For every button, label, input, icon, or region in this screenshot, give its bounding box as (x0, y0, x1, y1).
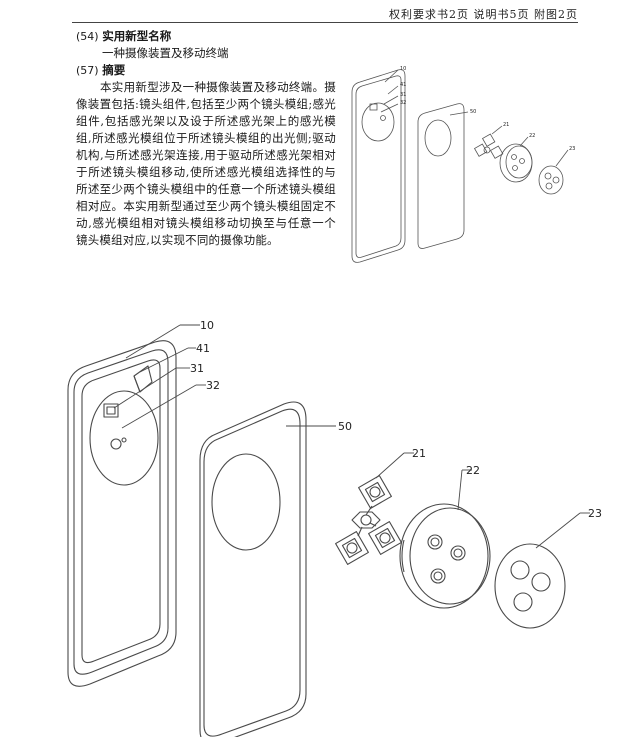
lens-cover (494, 543, 566, 629)
phone-back-housing (67, 340, 177, 687)
thumb-label-32: 32 (400, 100, 406, 106)
label-32: 32 (206, 379, 220, 392)
label-31: 31 (190, 362, 204, 375)
utility-model-title: 一种摄像装置及移动终端 (102, 46, 229, 60)
header-rule (72, 22, 578, 23)
label-21: 21 (412, 447, 426, 460)
abstract-body: 本实用新型涉及一种摄像装置及移动终端。摄像装置包括:镜头组件,包括至少两个镜头模… (76, 80, 336, 247)
label-10: 10 (200, 319, 214, 332)
abstract-field: (57) 摘要 (76, 62, 336, 79)
back-cover-plate (199, 401, 307, 737)
camera-module-circle (89, 390, 159, 486)
lens-holder (399, 503, 491, 609)
header-bar: 权利要求书2页 说明书5页 附图2页 (0, 0, 640, 28)
thumb-label-10: 10 (400, 66, 406, 72)
thumb-lens-holder (499, 143, 533, 183)
thumb-label-31: 31 (400, 92, 406, 98)
label-22: 22 (466, 464, 480, 477)
thumb-lens-cover (538, 165, 564, 195)
sensor-assembly (335, 475, 402, 565)
cover-camera-window (211, 453, 281, 551)
page-count-header: 权利要求书2页 说明书5页 附图2页 (389, 8, 578, 21)
thumb-label-50: 50 (470, 109, 476, 115)
field-label-name: 实用新型名称 (102, 29, 172, 43)
thumb-phone-back (351, 69, 406, 263)
abstract-section: (54) 实用新型名称 一种摄像装置及移动终端 (57) 摘要 本实用新型涉及一… (76, 28, 336, 249)
utility-model-name-field: (54) 实用新型名称 (76, 28, 336, 45)
thumb-cover-plate (417, 103, 465, 249)
thumb-label-21: 21 (503, 122, 509, 128)
label-23: 23 (588, 507, 602, 520)
thumb-label-23: 23 (569, 146, 575, 152)
thumb-sensor-assembly (473, 133, 504, 159)
field-code-54: (54) (76, 30, 99, 43)
field-label-abstract: 摘要 (102, 63, 126, 77)
thumb-label-22: 22 (529, 133, 535, 139)
label-41: 41 (196, 342, 210, 355)
prism-part (133, 365, 153, 393)
field-code-57: (57) (76, 64, 99, 77)
label-50: 50 (338, 420, 352, 433)
thumb-camera-module (361, 102, 395, 142)
thumb-label-41: 41 (400, 82, 406, 88)
camera-sensor-square (103, 403, 119, 418)
